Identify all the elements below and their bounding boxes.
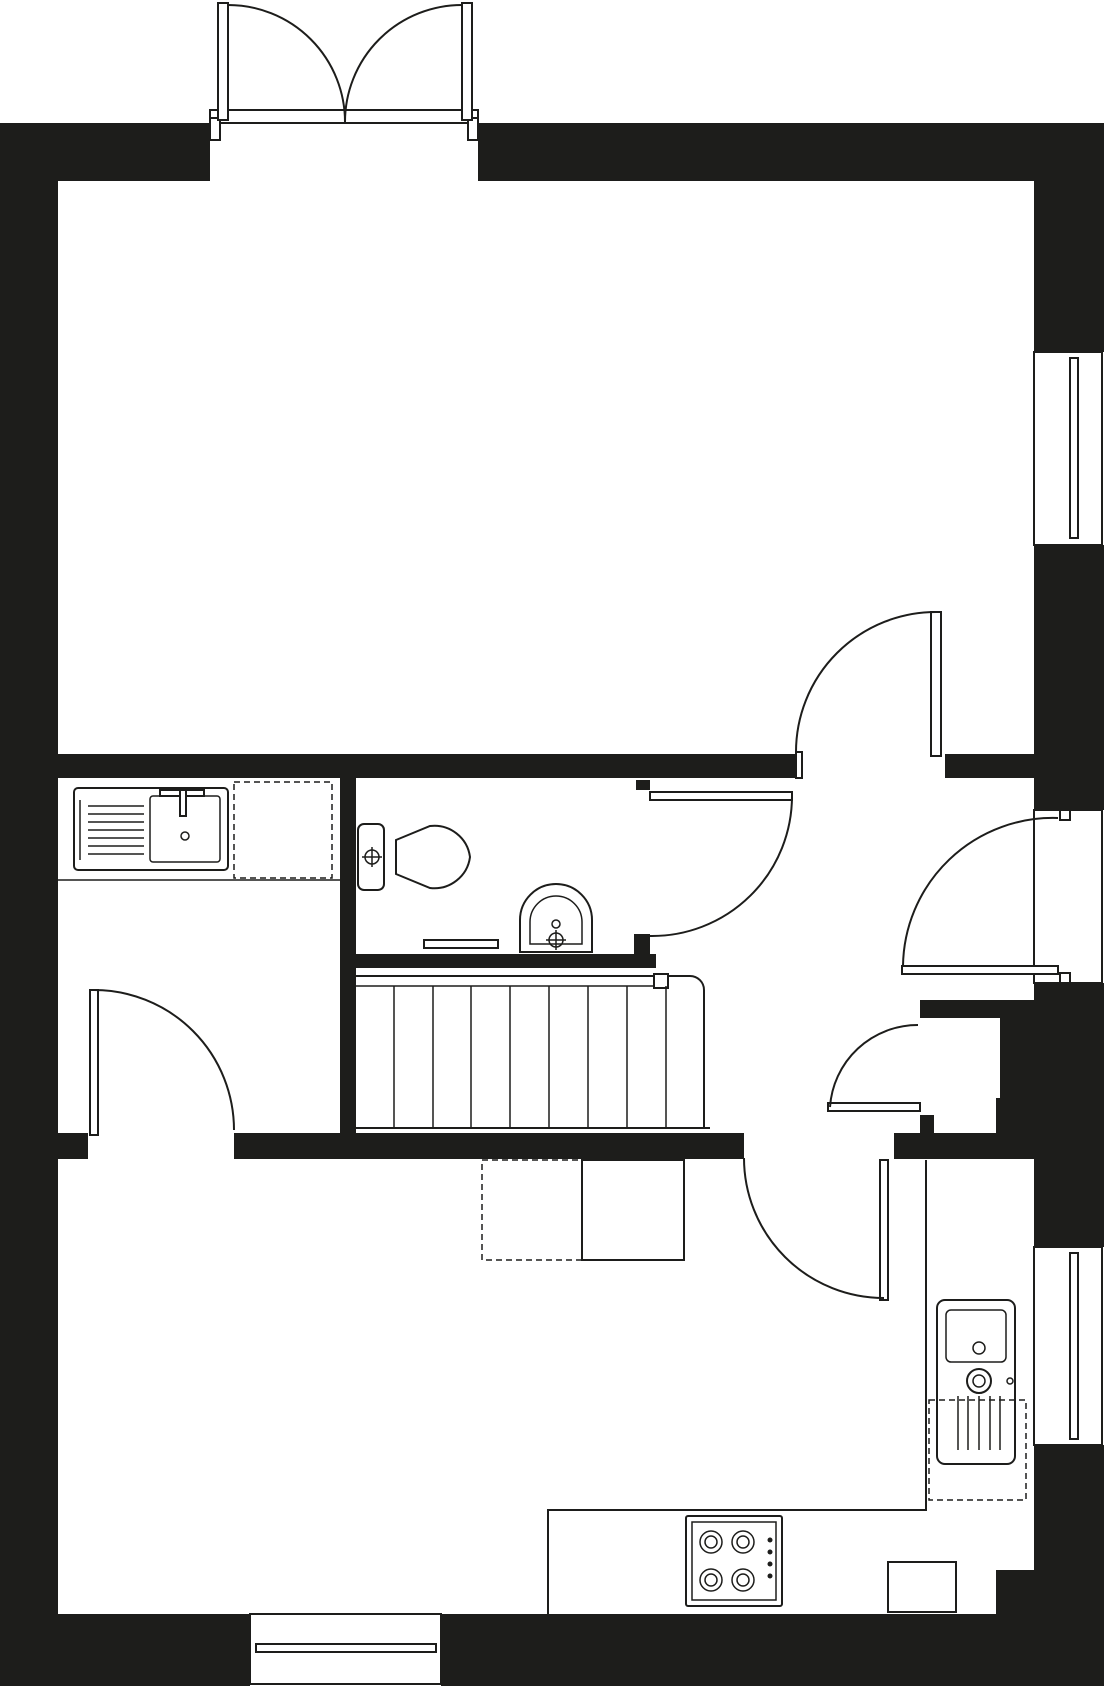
exterior-walls (0, 123, 1104, 1686)
door-cupboard (827, 1023, 921, 1112)
utility-sink-unit (58, 787, 340, 881)
interior-walls (58, 754, 1034, 1159)
window-bottom (249, 1613, 442, 1685)
wc-basin (519, 883, 593, 953)
kitchen-hob (685, 1515, 783, 1607)
door-utility (89, 989, 235, 1136)
door-living-room (795, 611, 942, 779)
wc-toilet (357, 823, 472, 891)
window-right-lower (1033, 1246, 1103, 1446)
wc-shelf (423, 939, 499, 949)
door-cloakroom (649, 791, 793, 938)
dishwasher-space (928, 1399, 1027, 1501)
kitchen-worktop (547, 1160, 927, 1614)
drainer-ribs (79, 800, 144, 860)
door-kitchen (743, 1157, 889, 1301)
kitchen-appliance-box (887, 1561, 957, 1613)
kitchen-under-stair-units (481, 1159, 685, 1261)
sink-drainer-ribs (957, 1396, 1001, 1450)
washing-machine-space (233, 781, 333, 879)
french-doors (209, 2, 479, 141)
stair-treads (393, 986, 628, 1128)
staircase (356, 973, 710, 1129)
kitchen-sink (936, 1299, 1016, 1465)
window-right-upper (1033, 351, 1103, 546)
front-door (901, 809, 1103, 984)
